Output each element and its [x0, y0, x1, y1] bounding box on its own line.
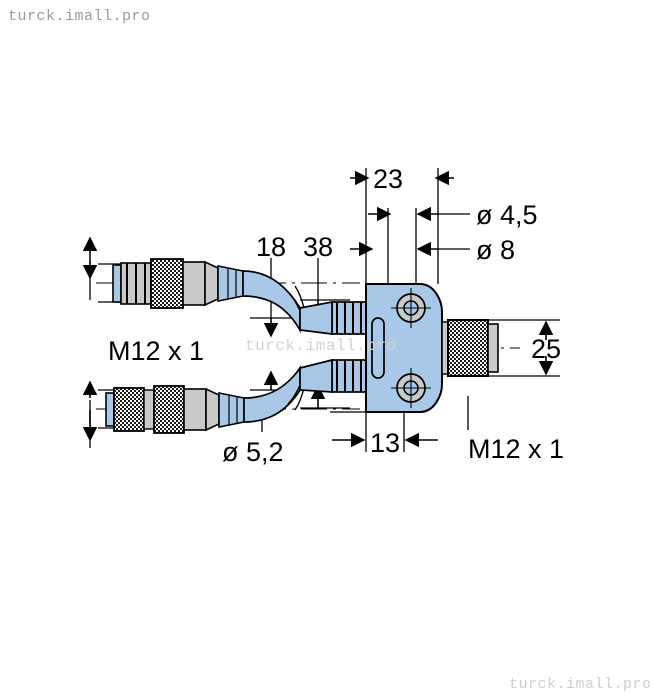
dim-label-thread-right: M12 x 1: [468, 434, 564, 464]
upper-cable-gland: [299, 300, 367, 335]
mounting-hole-bottom: [391, 368, 431, 408]
watermark-center: turck.imall.pro: [245, 337, 397, 355]
dim-label-height-25: 25: [531, 334, 561, 364]
watermark-bottom-right: turck.imall.pro: [509, 676, 652, 693]
dim-label-offset-38: 38: [303, 232, 333, 262]
dimension-arrows: [82, 170, 554, 448]
dim-label-depth-13: 13: [370, 428, 400, 458]
lower-female-connector: [105, 385, 245, 434]
dim-label-dia-8: ø 8: [476, 235, 515, 265]
dim-label-offset-18: 18: [256, 232, 286, 262]
upper-female-connector: [112, 258, 244, 309]
dim-label-thread-left: M12 x 1: [108, 336, 204, 366]
watermark-top-left: turck.imall.pro: [8, 8, 151, 25]
dim-label-dia-4-5: ø 4,5: [476, 200, 538, 230]
upper-cable: [242, 270, 305, 334]
lower-cable-gland: [299, 358, 367, 393]
mounting-hole-top: [391, 288, 431, 328]
male-connector-right: [441, 319, 499, 377]
dim-label-width-23: 23: [373, 164, 403, 194]
dim-label-dia-5-2: ø 5,2: [222, 437, 284, 467]
led-window: [371, 317, 385, 379]
lower-cable: [243, 365, 305, 423]
